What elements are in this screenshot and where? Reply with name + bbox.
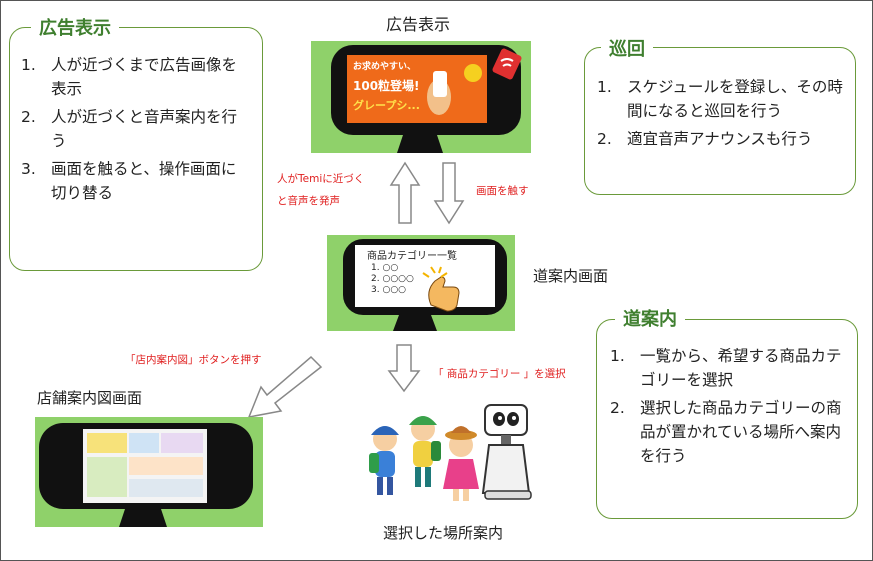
touch-screen-label: 画面を触す (476, 185, 529, 197)
ad-text-line2: 100粒登場! (353, 79, 420, 93)
list-item: 1. ○○ (371, 263, 399, 273)
patrol-list: 1.スケジュールを登録し、その時間になると巡回を行う 2.適宜音声アナウンスも行… (597, 75, 847, 155)
patrol-box-title: 巡回 (601, 35, 653, 61)
list-item: 2.適宜音声アナウンスも行う (597, 130, 813, 149)
store-map-screen-label: 店舗案内図画面 (37, 389, 143, 407)
route-guide-box (596, 319, 858, 519)
selected-place-guide-label: 選択した場所案内 (383, 524, 504, 542)
store-map-button-label: 「店内案内図」ボタンを押す (125, 354, 262, 366)
list-item: 2. ○○○○ (371, 274, 414, 284)
guide-screen-title: 商品カテゴリー一覧 (367, 251, 457, 262)
list-item: 1.スケジュールを登録し、その時間になると巡回を行う (597, 78, 843, 121)
ad-text-line3: グレープシ... (353, 99, 420, 112)
route-guide-list: 1.一覧から、希望する商品カテゴリーを選択 2.選択した商品カテゴリーの商品が置… (610, 344, 850, 472)
diagonal-arrow-icon (247, 355, 323, 418)
route-guide-box-title: 道案内 (615, 305, 685, 331)
guide-tablet (343, 239, 507, 331)
guide-screen-label: 道案内画面 (533, 267, 609, 285)
patrol-box (584, 47, 856, 195)
kids-and-robot-illustration (369, 404, 532, 501)
list-item: 1.人が近づくまで広告画像を表示 (21, 56, 238, 99)
list-item: 1.一覧から、希望する商品カテゴリーを選択 (610, 347, 842, 390)
store-map-tablet (39, 423, 253, 527)
down-arrow-2-icon (387, 344, 421, 393)
ad-display-list: 1.人が近づくまで広告画像を表示 2.人が近づくと音声案内を行う 3.画面を触る… (21, 53, 251, 209)
down-arrow-icon (433, 162, 465, 225)
list-item: 2.選択した商品カテゴリーの商品が置かれている場所へ案内を行う (610, 399, 842, 466)
ad-display-box (9, 27, 263, 271)
ad-display-label: 広告表示 (386, 15, 451, 34)
guide-screen-rows: 1. ○○ 2. ○○○○ 3. ○○○ (371, 263, 414, 296)
approach-voice-label-line1: 人がTemiに近づく (277, 173, 365, 185)
approach-voice-label-line2: と音声を発声 (277, 195, 340, 207)
list-item: 3. ○○○ (371, 285, 407, 295)
up-arrow-icon (389, 161, 421, 224)
ad-display-box-title: 広告表示 (31, 14, 119, 40)
ad-text-line1: お求めやすい、 (353, 62, 417, 72)
list-item: 3.画面を触ると、操作画面に切り替る (21, 160, 237, 203)
select-category-label: 「 商品カテゴリー 」を選択 (433, 368, 566, 380)
list-item: 2.人が近づくと音声案内を行う (21, 108, 238, 151)
ad-tablet (331, 45, 522, 153)
